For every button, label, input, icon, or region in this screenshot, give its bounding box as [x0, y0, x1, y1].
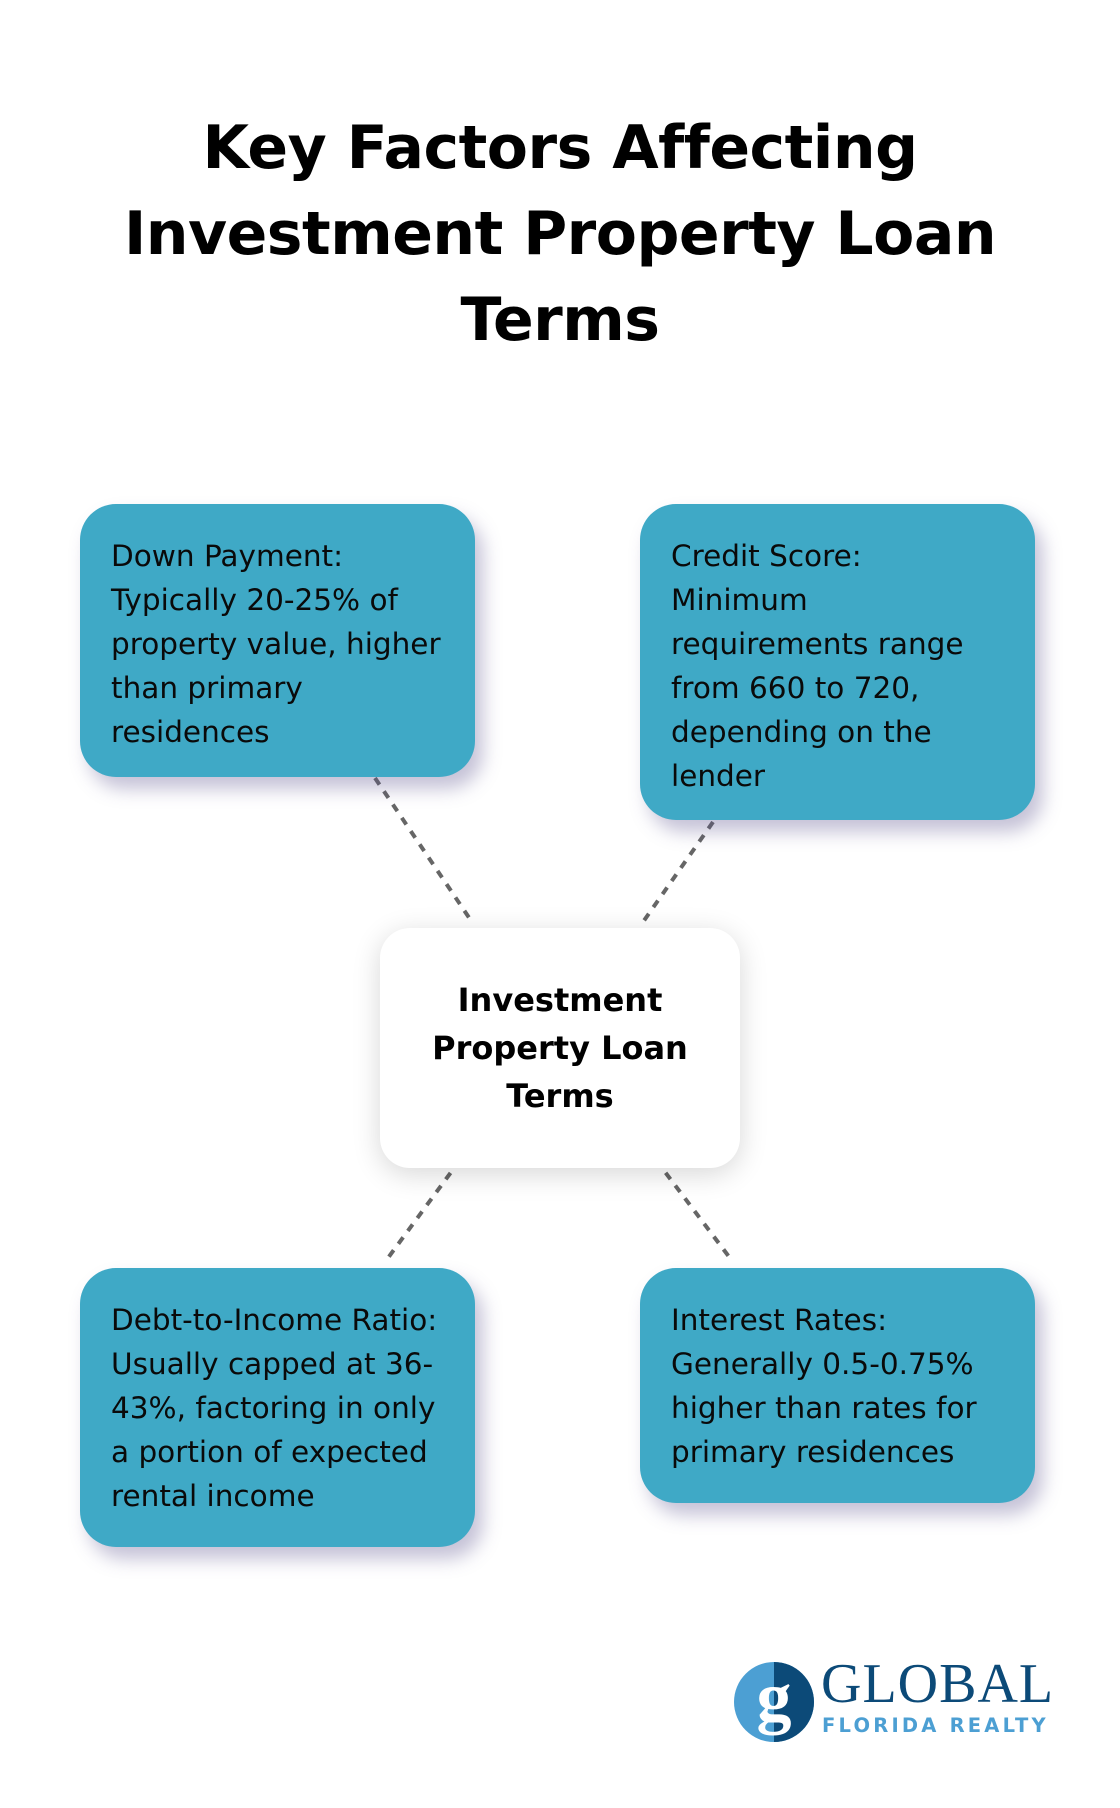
factor-text: residences — [111, 715, 270, 749]
factor-text: Minimum — [671, 583, 808, 617]
factor-card-interest-rates: Interest Rates: Generally 0.5-0.75% high… — [640, 1268, 1035, 1503]
title-line: Key Factors Affecting — [202, 113, 918, 183]
logo-g-mark-icon: g — [734, 1660, 814, 1742]
factor-text: Usually capped at 36- — [111, 1347, 434, 1381]
center-node: Investment Property Loan Terms — [380, 928, 740, 1168]
factor-text: lender — [671, 759, 766, 793]
factor-card-credit-score: Credit Score: Minimum requirements range… — [640, 504, 1035, 820]
factor-text: Generally 0.5-0.75% — [671, 1347, 974, 1381]
factor-text: higher than rates for — [671, 1391, 977, 1425]
connector-debt-to-income — [383, 1158, 462, 1264]
factor-text: primary residences — [671, 1435, 955, 1469]
connector-credit-score — [641, 820, 715, 924]
center-node-line: Investment — [457, 981, 663, 1019]
title-line: Terms — [460, 285, 660, 355]
factor-text: property value, higher — [111, 627, 441, 661]
factor-heading: Down Payment: — [111, 539, 344, 573]
factor-heading: Debt-to-Income Ratio: — [111, 1303, 438, 1337]
title-line: Investment Property Loan — [123, 199, 997, 269]
factor-text: 43%, factoring in only — [111, 1391, 436, 1425]
factor-text: than primary — [111, 671, 303, 705]
factor-card-down-payment: Down Payment: Typically 20-25% of proper… — [80, 504, 475, 777]
connector-down-payment — [373, 776, 474, 924]
global-florida-realty-logo: g GLOBAL FLORIDA REALTY — [728, 1652, 1068, 1752]
factor-text: requirements range — [671, 627, 964, 661]
svg-text:g: g — [757, 1660, 792, 1736]
factor-text: a portion of expected — [111, 1435, 428, 1469]
center-node-line: Property Loan — [432, 1029, 688, 1067]
logo-name: GLOBAL — [821, 1653, 1055, 1715]
factor-heading: Credit Score: — [671, 539, 862, 573]
factor-text: rental income — [111, 1479, 315, 1513]
page-title: Key Factors Affecting Investment Propert… — [0, 105, 1120, 363]
factor-text: depending on the — [671, 715, 932, 749]
connector-interest-rates — [654, 1158, 735, 1264]
factor-card-debt-to-income: Debt-to-Income Ratio: Usually capped at … — [80, 1268, 475, 1547]
factor-heading: Interest Rates: — [671, 1303, 888, 1337]
center-node-line: Terms — [506, 1077, 614, 1115]
factor-text: Typically 20-25% of — [111, 583, 398, 617]
factor-text: from 660 to 720, — [671, 671, 920, 705]
logo-subtitle: FLORIDA REALTY — [822, 1714, 1049, 1737]
